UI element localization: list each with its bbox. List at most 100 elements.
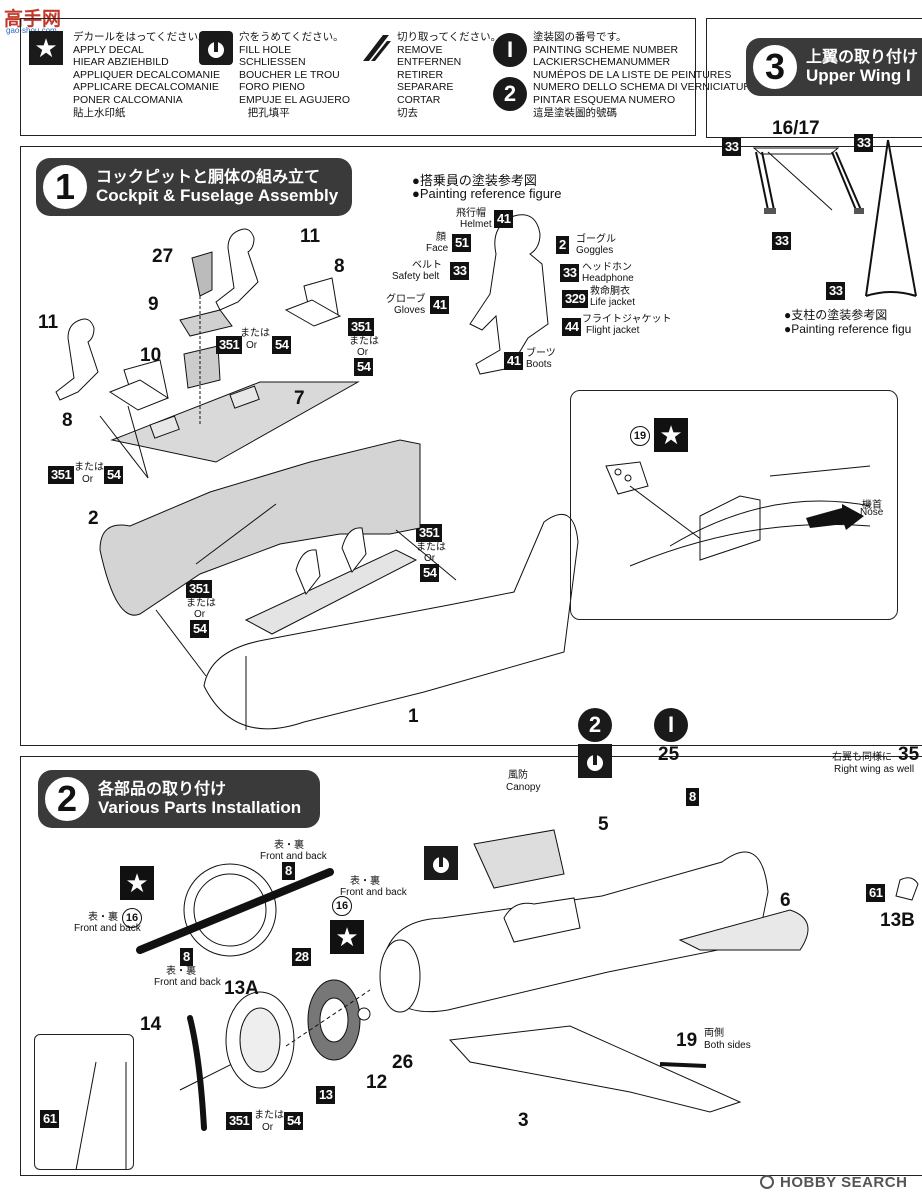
color-code-tag: 351 xyxy=(416,524,443,542)
or-en-label: Or xyxy=(194,609,206,620)
pilot-label-jp: ゴーグル xyxy=(576,234,616,245)
pilot-code-tag: 33 xyxy=(560,264,580,282)
pilot-label-jp: ベルト xyxy=(412,260,442,271)
right-wing-en: Right wing as well xyxy=(834,764,915,775)
pilot-label-en: Headphone xyxy=(582,273,634,284)
both-sides-jp: 両側 xyxy=(704,1028,724,1039)
part-label: 11 xyxy=(300,226,321,247)
part-label: 6 xyxy=(780,890,791,911)
or-en-label: Or xyxy=(357,347,369,358)
pilot-label-en: Safety belt xyxy=(392,271,440,282)
strut-detail-inset xyxy=(34,1034,134,1170)
part-code-tag: 8 xyxy=(282,862,295,880)
star-icon: ★ xyxy=(120,866,154,900)
right-wing-jp: 右翼も同様に xyxy=(832,752,892,763)
part-label: 2 xyxy=(88,508,99,529)
nose-label-en: Nose xyxy=(860,507,884,518)
step3-part-label: 16/17 xyxy=(772,118,820,139)
pilot-label-en: Boots xyxy=(526,359,552,370)
watermark-logo: 高手网 gao-shou.com xyxy=(4,4,74,35)
part-label: 8 xyxy=(62,410,73,431)
pilot-label-en: Goggles xyxy=(576,245,614,256)
part-code-tag: 13 xyxy=(316,1086,336,1104)
strut-drawing xyxy=(752,139,917,297)
legend-box: ★ デカールをはってください。 APPLY DECAL HIEAR ABZIEH… xyxy=(20,18,758,136)
color-code-tag: 54 xyxy=(354,358,374,376)
step3-ref-jp: ●支柱の塗装参考図 xyxy=(784,308,888,322)
pilot-ref-title-en: ●Painting reference figure xyxy=(412,186,562,201)
front-back-en: Front and back xyxy=(340,887,407,898)
part-label: 25 xyxy=(658,744,680,765)
fill-hole-glyph xyxy=(208,38,224,58)
or-jp-label: または xyxy=(416,542,446,553)
hobby-search-logo: HOBBY SEARCH xyxy=(760,1172,920,1194)
nose-arrow-icon xyxy=(806,504,864,530)
canopy-jp: 風防 xyxy=(508,770,528,781)
front-back-jp: 表・裏 xyxy=(274,840,304,851)
step1-banner: 1 コックピットと胴体の組み立て Cockpit & Fuselage Asse… xyxy=(36,158,352,216)
pilot-code-tag: 41 xyxy=(494,210,514,228)
color-code-tag: 351 xyxy=(186,580,213,598)
step1-title-en: Cockpit & Fuselage Assembly xyxy=(96,186,339,205)
star-icon: ★ xyxy=(654,418,688,452)
or-en-label: Or xyxy=(262,1122,274,1133)
part-label: 10 xyxy=(140,345,162,366)
pilot-label-jp: 救命胴衣 xyxy=(590,286,630,297)
nose-label-jp: 機首 xyxy=(862,500,882,511)
or-jp-label: または xyxy=(240,328,270,339)
brand-icon xyxy=(760,1175,774,1189)
fill-hole-icon xyxy=(424,846,458,880)
part-label: 27 xyxy=(152,246,174,267)
watermark-domain: gao-shou.com xyxy=(6,26,57,35)
part-code-tag: 28 xyxy=(292,948,312,966)
pilot-code-tag: 41 xyxy=(430,296,450,314)
color-code-tag: 54 xyxy=(420,564,440,582)
pilot-label-en: Face xyxy=(426,243,449,254)
fill-hole-glyph xyxy=(433,853,449,873)
pilot-code-tag: 51 xyxy=(452,234,472,252)
step2-title-jp: 各部品の取り付け xyxy=(98,781,227,798)
front-back-jp: 表・裏 xyxy=(88,912,118,923)
step2-banner: 2 各部品の取り付け Various Parts Installation xyxy=(38,770,320,828)
both-sides-en: Both sides xyxy=(704,1040,751,1051)
canopy-en: Canopy xyxy=(506,782,541,793)
part-label: 3 xyxy=(518,1110,529,1131)
step3-ref-en: ●Painting reference figu xyxy=(784,322,912,336)
pilot-label-en: Helmet xyxy=(460,219,492,230)
part-label: 14 xyxy=(140,1014,162,1035)
color-code-tag: 54 xyxy=(190,620,210,638)
step3-code-tag: 33 xyxy=(854,134,874,152)
scheme-one-icon: I xyxy=(654,708,688,742)
decal-number-circle: 19 xyxy=(630,426,650,446)
part-label: 8 xyxy=(334,256,345,277)
part-label: 1 xyxy=(408,706,419,727)
legend-remove-text: 切り取ってください。 REMOVE ENTFERNEN RETIRER SEPA… xyxy=(397,31,502,119)
part-label: 19 xyxy=(676,1030,698,1051)
step1-title-jp: コックピットと胴体の組み立て xyxy=(96,169,321,186)
scheme-two-icon: 2 xyxy=(493,77,527,111)
pilot-label-jp: フライトジャケット xyxy=(582,314,672,325)
color-code-tag: 351 xyxy=(48,466,75,484)
star-icon: ★ xyxy=(29,31,63,65)
color-code-tag: 54 xyxy=(284,1112,304,1130)
pilot-label-jp: ヘッドホン xyxy=(582,262,632,273)
pilot-code-tag: 41 xyxy=(504,352,524,370)
step1-frame xyxy=(20,146,922,746)
or-en-label: Or xyxy=(246,340,258,351)
part-label: 5 xyxy=(598,814,609,835)
front-back-en: Front and back xyxy=(74,923,141,934)
decal-number-circle: 16 xyxy=(332,896,352,916)
or-jp-label: または xyxy=(74,462,104,473)
step3-number: 3 xyxy=(750,42,800,92)
brand-name: HOBBY SEARCH xyxy=(780,1174,908,1191)
pilot-label-en: Life jacket xyxy=(590,297,636,308)
color-code-tag: 54 xyxy=(104,466,124,484)
color-code-tag: 351 xyxy=(226,1112,253,1130)
legend-fill-text: 穴をうめてください。 FILL HOLE SCHLIESSEN BOUCHER … xyxy=(239,31,351,119)
cut-icon xyxy=(359,31,393,65)
step3-frame xyxy=(706,18,922,138)
front-back-jp: 表・裏 xyxy=(166,966,196,977)
step3-code-tag: 33 xyxy=(826,282,846,300)
pilot-code-tag: 33 xyxy=(450,262,470,280)
part-label: 35 xyxy=(898,744,920,765)
